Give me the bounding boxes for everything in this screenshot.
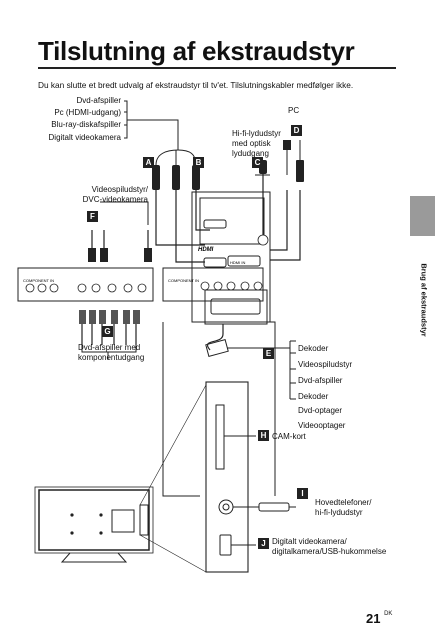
scart-device-6: Videooptager bbox=[298, 421, 346, 430]
device-video-game: Videospiludstyr/ DVC-videokamera bbox=[82, 185, 148, 204]
device-cam: CAM-kort bbox=[272, 432, 306, 441]
device-pc-hdmi: Pc (HDMI-udgang) bbox=[54, 108, 121, 117]
component-panel-left bbox=[17, 267, 154, 302]
device-headphones: Hovedtelefoner/ hi-fi-lydudstyr bbox=[315, 498, 372, 517]
scart-device-3: Dvd-afspiller bbox=[298, 376, 343, 385]
scart-panel bbox=[204, 289, 268, 325]
page-title: Tilslutning af ekstraudstyr bbox=[38, 36, 355, 66]
device-dvd: Dvd-afspiller bbox=[76, 96, 121, 105]
letter-d: D bbox=[291, 125, 302, 136]
letter-a: A bbox=[143, 157, 154, 168]
device-camcorder: Digitalt videokamera bbox=[48, 133, 121, 142]
page-number: 21 DK bbox=[366, 611, 393, 626]
letter-i: I bbox=[297, 488, 308, 499]
scart-device-1: Dekoder bbox=[298, 344, 329, 353]
device-pc: PC bbox=[288, 106, 300, 115]
letter-c: C bbox=[252, 157, 263, 168]
letter-h: H bbox=[258, 430, 269, 441]
component-label-left: COMPONENT IN bbox=[23, 278, 54, 283]
hdmi-logo: HDMI bbox=[198, 247, 214, 253]
component-label-right: COMPONENT IN bbox=[168, 278, 199, 283]
letter-e: E bbox=[263, 348, 274, 359]
tv-body bbox=[38, 489, 150, 551]
side-tab-marker bbox=[410, 196, 435, 236]
scart-device-2: Videospiludstyr bbox=[298, 360, 353, 369]
tv-side-panel bbox=[205, 381, 249, 573]
intro-text: Du kan slutte et bredt udvalg af ekstrau… bbox=[38, 80, 354, 90]
letter-b: B bbox=[193, 157, 204, 168]
device-usb: Digitalt videokamera/ digitalkamera/USB-… bbox=[272, 537, 387, 556]
title-rule bbox=[38, 67, 396, 69]
letter-f: F bbox=[87, 211, 98, 222]
device-component-dvd: Dvd-afspiller med komponentudgang bbox=[78, 343, 145, 362]
component-panel-right bbox=[162, 267, 264, 302]
device-bluray: Blu-ray-diskafspiller bbox=[51, 120, 121, 129]
scart-device-5: Dvd-optager bbox=[298, 406, 343, 415]
hdmi-in-label: HDMI IN bbox=[230, 260, 245, 265]
letter-j: J bbox=[258, 538, 269, 549]
device-hifi: Hi-fi-lydudstyr med optisk lydudgang bbox=[232, 129, 281, 158]
scart-device-4: Dekoder bbox=[298, 392, 329, 401]
tv-rear-panel bbox=[191, 191, 271, 323]
device-list-bracket bbox=[124, 100, 128, 139]
letter-g: G bbox=[102, 326, 113, 337]
